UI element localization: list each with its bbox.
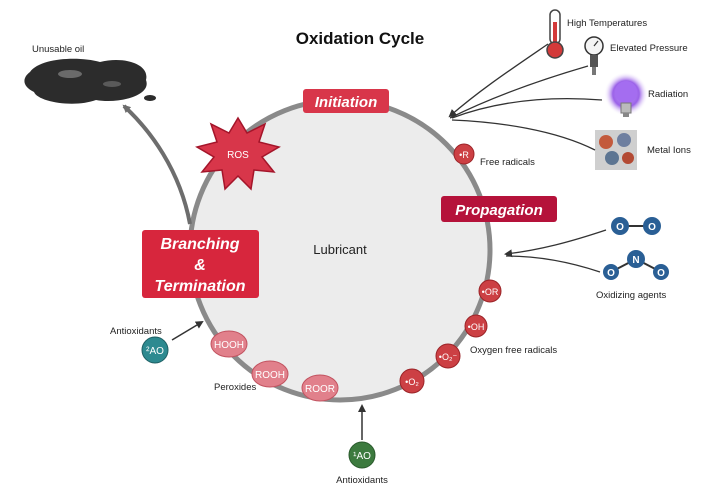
node-ao2-label: ²AO: [146, 346, 164, 357]
o2-molecule-icon: [611, 217, 661, 235]
no2-molecule-icon: [603, 250, 669, 280]
unusable-oil-label: Unusable oil: [32, 44, 84, 55]
node-oh-radical: [464, 314, 488, 338]
node-r-radical: [453, 143, 475, 165]
node-o2-radical-anion-label: •O₂⁻: [439, 352, 458, 362]
node-roor: [301, 374, 339, 402]
ampersand-label: &: [194, 257, 206, 274]
arrow-temperature: [448, 43, 549, 118]
node-rooh-label: ROOH: [255, 370, 285, 381]
node-o2-radical-anion: [435, 343, 461, 369]
node-rooh: [251, 360, 289, 388]
node-r-label: •R: [459, 150, 469, 160]
ros-label: ROS: [227, 150, 249, 161]
pressure-gauge-icon: [584, 36, 604, 75]
node-roor-label: ROOR: [305, 384, 335, 395]
trigger-elevated-pressure: Elevated Pressure: [610, 43, 688, 54]
trigger-high-temperatures: High Temperatures: [567, 18, 647, 29]
arrow-metal-ions: [451, 119, 596, 151]
arrow-to-unusable-oil: [122, 104, 192, 225]
metal-ions-icon: [595, 130, 637, 170]
arrow-pressure: [449, 65, 589, 119]
oxygen-free-radicals-label: Oxygen free radicals: [470, 345, 557, 356]
node-ao1-label: ¹AO: [353, 451, 371, 462]
branching-termination-box: [142, 230, 259, 298]
ros-burst-icon: [195, 116, 281, 191]
propagation-stage-box: [441, 196, 557, 222]
oil-puddle-icon: [24, 58, 156, 104]
antioxidants-left-label: Antioxidants: [110, 326, 162, 337]
oxidizing-agents-label: Oxidizing agents: [596, 290, 666, 301]
node-hooh-label: HOOH: [214, 340, 244, 351]
arrow-no2-molecule: [505, 255, 601, 273]
node-hooh: [210, 330, 248, 358]
node-or-label: •OR: [482, 287, 499, 297]
initiation-label: Initiation: [315, 94, 378, 111]
no2-oxygen-2: O: [657, 268, 665, 279]
no2-nitrogen: N: [632, 255, 639, 266]
node-oh-label: •OH: [468, 322, 485, 332]
initiation-stage-box: [303, 89, 389, 113]
propagation-label: Propagation: [455, 202, 543, 219]
arrow-ao2-to-ring: [171, 320, 204, 341]
lubricant-label: Lubricant: [313, 242, 367, 257]
trigger-metal-ions: Metal Ions: [647, 145, 691, 156]
o2-atom-1: O: [616, 222, 624, 233]
termination-label: Termination: [155, 278, 246, 295]
no2-oxygen-1: O: [607, 268, 615, 279]
antioxidants-bottom-label: Antioxidants: [336, 475, 388, 486]
arrow-radiation: [451, 97, 603, 119]
node-ao1: [348, 441, 376, 469]
trigger-radiation: Radiation: [648, 89, 688, 100]
diagram-title: Oxidation Cycle: [296, 29, 424, 48]
branching-label: Branching: [160, 236, 239, 253]
o2-atom-2: O: [648, 222, 656, 233]
node-o2-radical: [399, 368, 425, 394]
arrow-o2-molecule: [504, 229, 607, 258]
node-ao2: [141, 336, 169, 364]
free-radicals-label: Free radicals: [480, 157, 535, 168]
node-or-radical: [478, 279, 502, 303]
thermometer-icon: [546, 9, 564, 59]
peroxides-label: Peroxides: [214, 382, 256, 393]
radiation-bulb-icon: [604, 72, 648, 117]
node-o2-radical-label: •O₂: [405, 377, 419, 387]
